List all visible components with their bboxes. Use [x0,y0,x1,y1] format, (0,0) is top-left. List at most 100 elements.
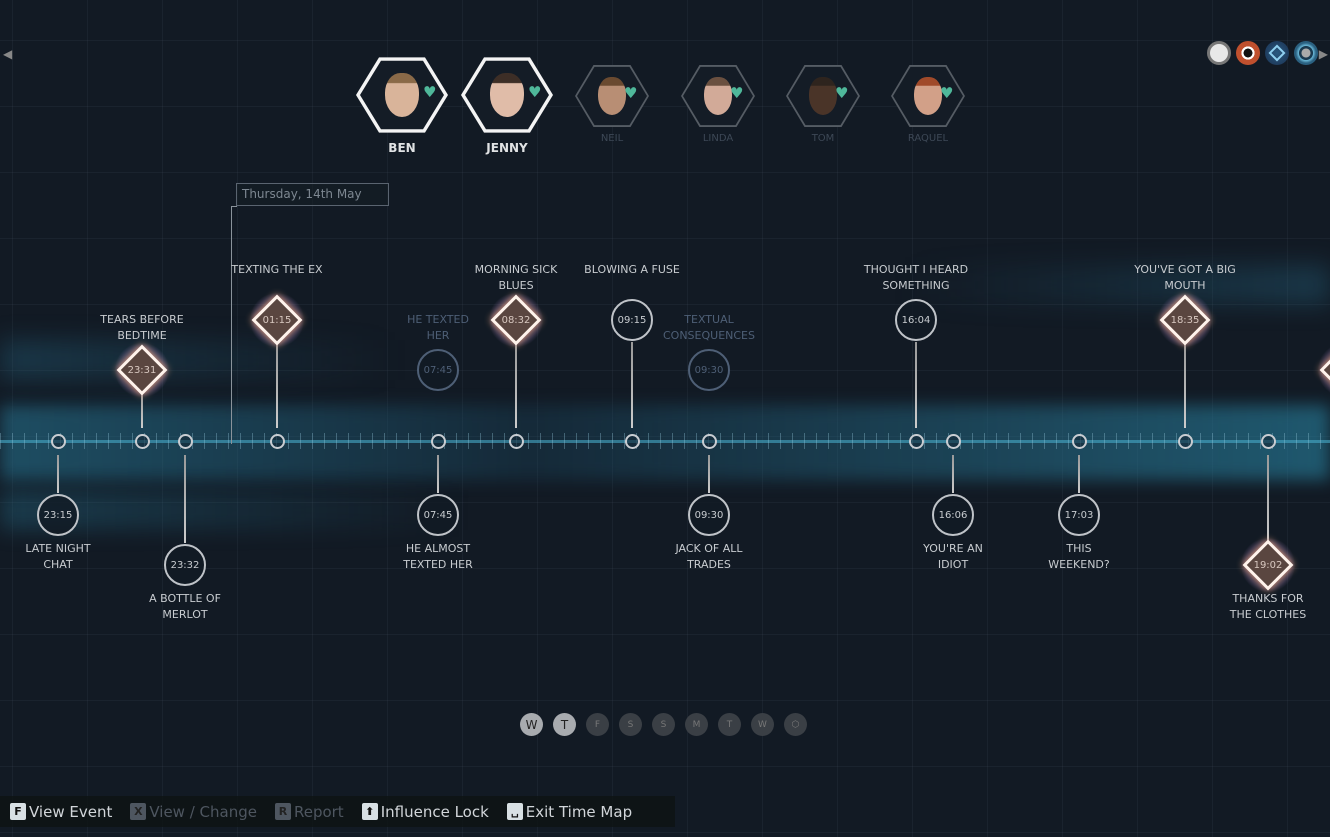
timeline-point[interactable] [1177,434,1193,449]
event-diamond-node-offscreen[interactable] [1318,343,1330,397]
scroll-right-arrow-icon[interactable]: ▶ [1318,47,1328,61]
character-name: RAQUEL [907,133,949,144]
key-hint-icon: ⬆ [361,803,378,820]
character-portrait-frame [786,64,860,128]
character-portrait [788,66,858,126]
heart-check-icon: ♥ [835,84,849,102]
key-hint-icon: ␣ [506,803,523,820]
timeline-glow [0,490,1330,530]
event-title: HE ALMOST TEXTED HER [403,542,473,571]
heart-check-icon: ♥ [730,84,744,102]
day-button[interactable]: T [718,713,741,736]
day-button[interactable]: W [520,713,543,736]
event-node[interactable]: 16:06 [932,494,974,536]
event-title: THIS WEEKEND? [1048,542,1110,571]
character-portrait-frame [575,64,649,128]
scroll-left-arrow-icon[interactable]: ◀ [3,47,13,61]
event-node[interactable]: 23:15 [37,494,79,536]
timeline-ticks [0,433,1330,449]
event-title: MORNING SICK BLUES [474,263,558,292]
event-node[interactable]: 16:04 [895,299,937,341]
action-label: Influence Lock [380,802,489,821]
day-button[interactable]: S [652,713,675,736]
event-title: TEARS BEFORE BEDTIME [100,313,184,342]
event-diamond-node[interactable]: 08:32 [489,293,543,347]
day-button[interactable]: M [685,713,708,736]
timeline-point[interactable] [701,434,717,449]
event-connector [915,342,917,428]
day-button[interactable]: F [586,713,609,736]
character-name: NEIL [600,133,624,144]
day-button[interactable]: T [553,713,576,736]
action-label: View / Change [149,802,257,821]
event-node[interactable]: 09:15 [611,299,653,341]
event-title: THANKS FOR THE CLOTHES [1229,592,1307,621]
timeline-point[interactable] [134,434,150,449]
action-label: Exit Time Map [525,802,633,821]
event-connector [141,392,143,428]
event-node[interactable]: 09:30 [688,494,730,536]
red-target-filter-icon[interactable] [1236,41,1260,65]
event-node[interactable]: 09:30 [688,349,730,391]
event-title: LATE NIGHT CHAT [25,542,91,571]
timeline-point[interactable] [908,434,924,449]
event-diamond-node[interactable]: 01:15 [250,293,304,347]
event-diamond-node[interactable]: 23:31 [115,343,169,397]
action-label: View Event [29,802,113,821]
event-connector [57,455,59,493]
event-time: 01:15 [262,314,292,326]
event-time: 08:32 [501,314,531,326]
event-title: TEXTING THE EX [231,263,323,276]
event-diamond-node[interactable]: 19:02 [1241,538,1295,592]
event-node[interactable]: 07:45 [417,494,459,536]
timeline-point[interactable] [1071,434,1087,449]
white-circle-filter-icon[interactable] [1207,41,1231,65]
event-title: JACK OF ALL TRADES [675,542,743,571]
action-exit-time-map[interactable]: ␣Exit Time Map [506,802,633,821]
character-tom[interactable]: ♥TOM [786,63,860,144]
character-face [704,77,732,115]
timeline-point[interactable] [508,434,524,449]
event-connector [515,342,517,428]
day-button[interactable]: W [751,713,774,736]
timeline-point[interactable] [177,434,193,449]
day-button[interactable]: S [619,713,642,736]
heart-check-icon: ♥ [624,84,638,102]
character-name: LINDA [702,133,734,144]
event-diamond-node[interactable]: 18:35 [1158,293,1212,347]
event-connector [631,342,633,428]
event-connector [1078,455,1080,493]
timeline-point[interactable] [269,434,285,449]
character-portrait [683,66,753,126]
event-node[interactable]: 23:32 [164,544,206,586]
character-face [809,77,837,115]
timeline-point[interactable] [945,434,961,449]
heart-check-icon: ♥ [423,83,437,101]
character-jenny[interactable]: ♥JENNY [461,55,553,155]
timeline-point[interactable] [430,434,446,449]
key-hint-icon: X [130,803,147,820]
key-hint-icon: F [10,803,26,820]
character-neil[interactable]: ♥ NEIL [575,63,649,144]
timeline-point[interactable] [624,434,640,449]
diamond-filter-icon[interactable] [1265,41,1289,65]
timeline-point[interactable] [50,434,66,449]
action-influence-lock[interactable]: ⬆Influence Lock [361,802,489,821]
event-node[interactable]: 17:03 [1058,494,1100,536]
character-ben[interactable]: ♥BEN [356,55,448,155]
character-raquel[interactable]: ♥RAQUEL [891,63,965,144]
ring-filter-icon[interactable] [1294,41,1318,65]
event-node[interactable]: 07:45 [417,349,459,391]
timeline-point[interactable] [1260,434,1276,449]
character-linda[interactable]: ♥ LINDA [681,63,755,144]
event-time: 23:31 [127,364,157,376]
day-button[interactable]: ⬡ [784,713,807,736]
event-connector [1267,455,1269,543]
character-portrait [893,66,963,126]
character-portrait [577,66,647,126]
event-time: 19:02 [1253,559,1283,571]
timeline-glow [0,340,1330,380]
